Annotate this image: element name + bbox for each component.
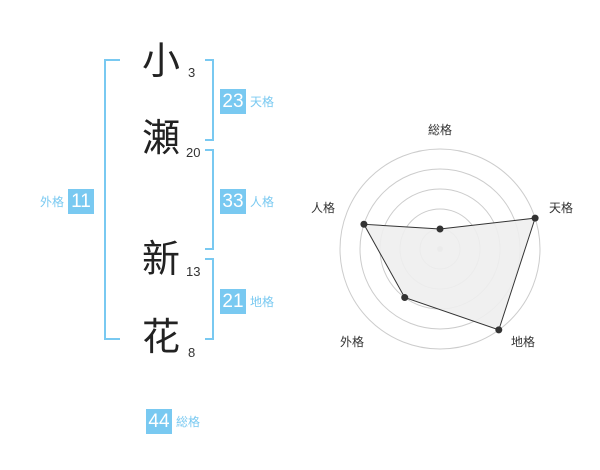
tenkaku-bracket [205,59,214,141]
name-char-3: 新 [142,237,181,281]
stroke-count-2: 20 [186,145,201,160]
gaikaku-label: 外格 [40,194,65,209]
stroke-count-1: 3 [188,65,196,80]
jinkaku-label: 人格 [250,194,275,209]
radar-data-polygon [363,217,536,331]
chikaku-value: 21 [220,289,246,314]
tenkaku-badge: 23 天格 [220,89,274,114]
tenkaku-value: 23 [220,89,246,114]
chikaku-label: 地格 [250,294,275,309]
radar-point [495,326,503,334]
radar-grid-ring [339,148,541,350]
radar-point [401,294,409,302]
soukaku-value: 44 [146,409,172,434]
radar-label-jinkaku: 人格 [311,201,336,215]
stroke-count-3: 13 [186,264,201,279]
radar-label-soukaku: 総格 [428,123,453,137]
chikaku-badge: 21 地格 [220,289,274,314]
radar-label-chikaku: 地格 [511,335,536,349]
radar-data-points [360,214,539,334]
jinkaku-badge: 33 人格 [220,189,274,214]
jinkaku-bracket [205,149,214,250]
name-char-1: 小 [142,39,181,83]
radar-point [531,214,539,222]
tenkaku-label: 天格 [250,94,275,109]
name-char-4: 花 [142,315,181,359]
chikaku-bracket [205,258,214,340]
gaikaku-bracket [104,59,120,340]
name-char-2: 瀬 [142,116,181,160]
radar-point [360,220,368,228]
stroke-count-4: 8 [188,345,196,360]
jinkaku-value: 33 [220,189,246,214]
soukaku-label: 総格 [176,414,201,429]
gaikaku-value: 11 [68,189,95,214]
radar-point [436,225,444,233]
soukaku-badge: 44 総格 [146,409,200,434]
radar-label-tenkaku: 天格 [549,201,574,215]
radar-label-gaikaku: 外格 [340,335,365,349]
gaikaku-badge: 外格 11 [40,189,95,214]
